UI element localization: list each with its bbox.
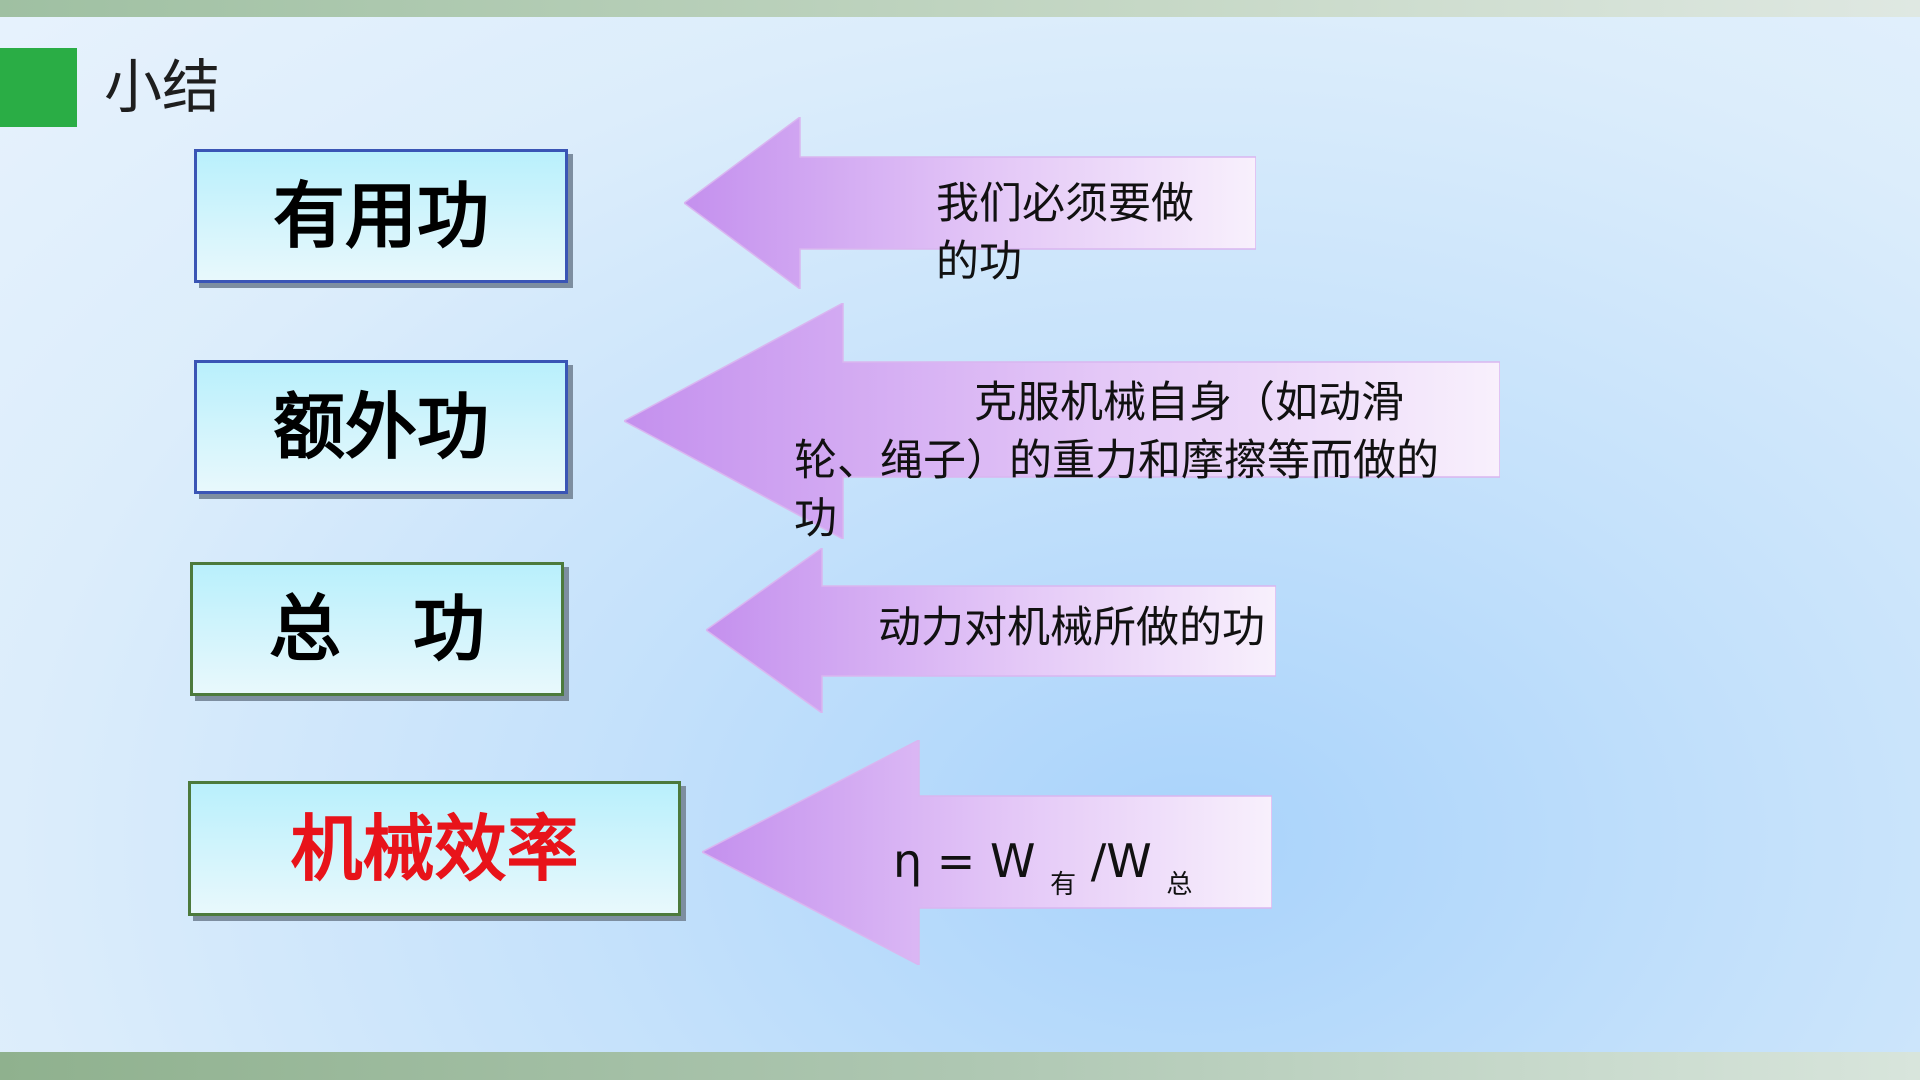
formula-eta: η [893,834,923,888]
term-extra-work: 额外功 [272,385,489,469]
formula-equals: = [936,834,976,888]
formula-sub-total: 总 [1166,870,1193,900]
term-box-extra-work: 额外功 [194,360,568,494]
arrow-extra-work [624,303,1500,539]
term-box-useful-work: 有用功 [194,149,568,283]
arrow-useful-work [684,117,1256,289]
title-marker [0,48,77,127]
formula-w-useful: W [989,834,1036,888]
term-mechanical-efficiency: 机械效率 [290,806,579,891]
desc-useful-work: 我们必须要做的功 [936,179,1194,287]
slide-title: 小结 [104,53,221,121]
top-band [0,0,1920,17]
desc-extra-work: 克服机械自身（如动滑轮、绳子）的重力和摩擦等而做的功 [794,378,1439,544]
efficiency-formula: η = W 有 /W 总 [893,838,1192,898]
desc-total-work: 动力对机械所做的功 [878,603,1265,653]
term-box-total-work: 总 功 [190,562,564,696]
arrow-mechanical-efficiency [702,740,1272,965]
term-box-mechanical-efficiency: 机械效率 [188,781,681,916]
bottom-band [0,1052,1920,1080]
formula-sub-useful: 有 [1050,870,1077,900]
arrow-total-work [706,548,1276,713]
term-useful-work: 有用功 [272,174,489,258]
term-total-work: 总 功 [268,587,485,671]
formula-slash-w: /W [1090,834,1152,888]
